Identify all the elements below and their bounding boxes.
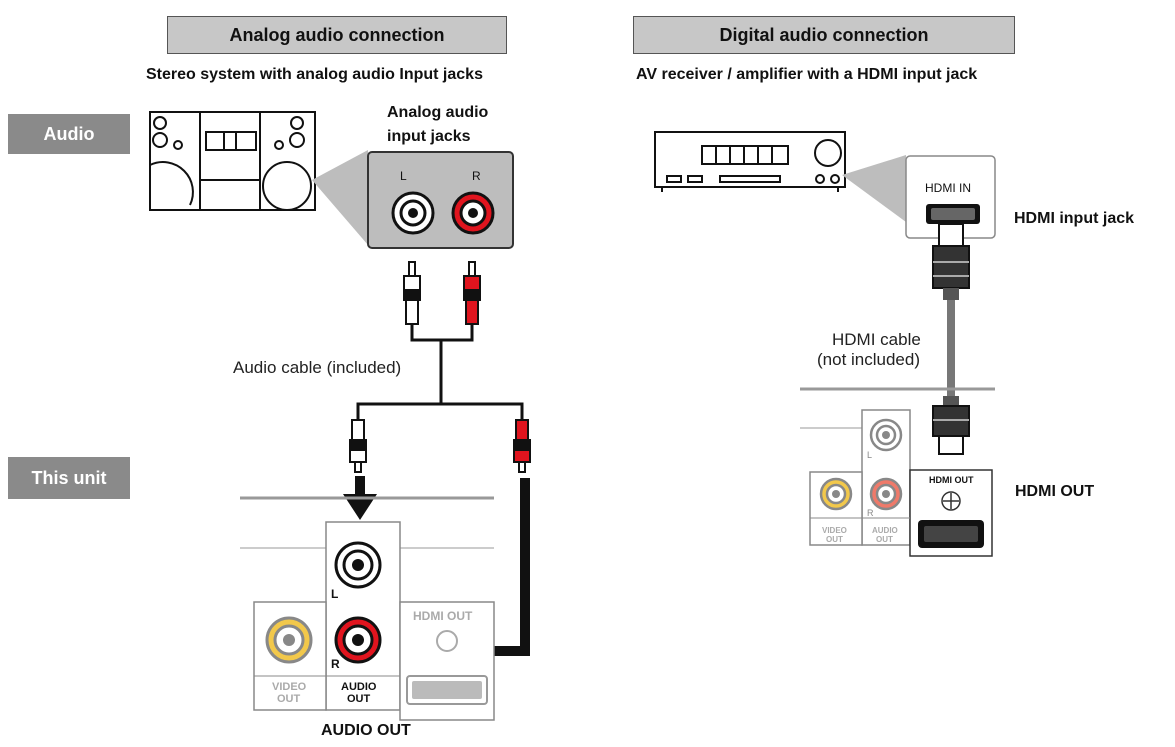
right-video-out-2: OUT — [826, 535, 843, 544]
right-video-out-1: VIDEO — [822, 526, 847, 535]
lower-white-plug — [349, 419, 367, 473]
right-audio-out-2: OUT — [876, 535, 893, 544]
lower-red-plug — [513, 419, 531, 473]
hdmi-cable-label-1: HDMI cable — [832, 330, 921, 349]
audio-side-tab: Audio — [8, 114, 130, 154]
hdmi-in-label: HDMI IN — [925, 181, 971, 195]
upper-white-plug — [403, 261, 421, 325]
jack-callout — [312, 150, 368, 245]
unit-back-panel-left: L R VIDEO OUT AUDIO OUT HDMI OUT — [240, 496, 495, 721]
unit-back-panel-right: L R VIDEO OUT AUDIO OUT HDMI OUT — [800, 387, 995, 557]
panel-video-out-1: VIDEO — [272, 681, 307, 693]
right-panel-L: L — [867, 450, 872, 460]
analog-connection-header: Analog audio connection — [167, 16, 507, 54]
hdmi-out-label: HDMI OUT — [1015, 483, 1095, 500]
av-receiver-illustration — [654, 131, 846, 192]
audio-cable — [356, 324, 524, 420]
panel-hdmi-out-label: HDMI OUT — [413, 609, 473, 623]
panel-L-label: L — [331, 587, 338, 601]
hdmi-callout — [842, 155, 906, 222]
audio-cable-label: Audio cable (included) — [233, 358, 402, 377]
panel-audio-out-1: AUDIO — [341, 681, 377, 693]
upper-red-plug — [463, 261, 481, 325]
panel-audio-out-2: OUT — [347, 693, 371, 705]
jack-R-label: R — [472, 169, 481, 183]
jack-L-label: L — [400, 169, 407, 183]
analog-input-jack-plate: L R — [367, 151, 514, 249]
panel-R-label: R — [331, 657, 340, 671]
digital-subheader: AV receiver / amplifier with a HDMI inpu… — [636, 66, 978, 83]
analog-jacks-label-1: Analog audio — [387, 104, 489, 121]
audio-out-caption: AUDIO OUT — [321, 722, 411, 739]
stereo-system-illustration — [149, 111, 316, 211]
panel-video-out-2: OUT — [277, 693, 301, 705]
right-audio-out-1: AUDIO — [872, 526, 898, 535]
arrow-to-L-jack — [343, 476, 377, 520]
hdmi-cable-label-2: (not included) — [817, 350, 921, 369]
right-panel-R: R — [867, 508, 874, 518]
hdmi-cable — [932, 223, 970, 455]
digital-connection-header: Digital audio connection — [633, 16, 1015, 54]
right-hdmi-out-label: HDMI OUT — [929, 475, 974, 485]
hdmi-input-jack-label: HDMI input jack — [1014, 210, 1135, 227]
analog-jacks-label-2: input jacks — [387, 128, 471, 145]
analog-subheader: Stereo system with analog audio Input ja… — [146, 66, 483, 83]
this-unit-side-tab: This unit — [8, 457, 130, 499]
